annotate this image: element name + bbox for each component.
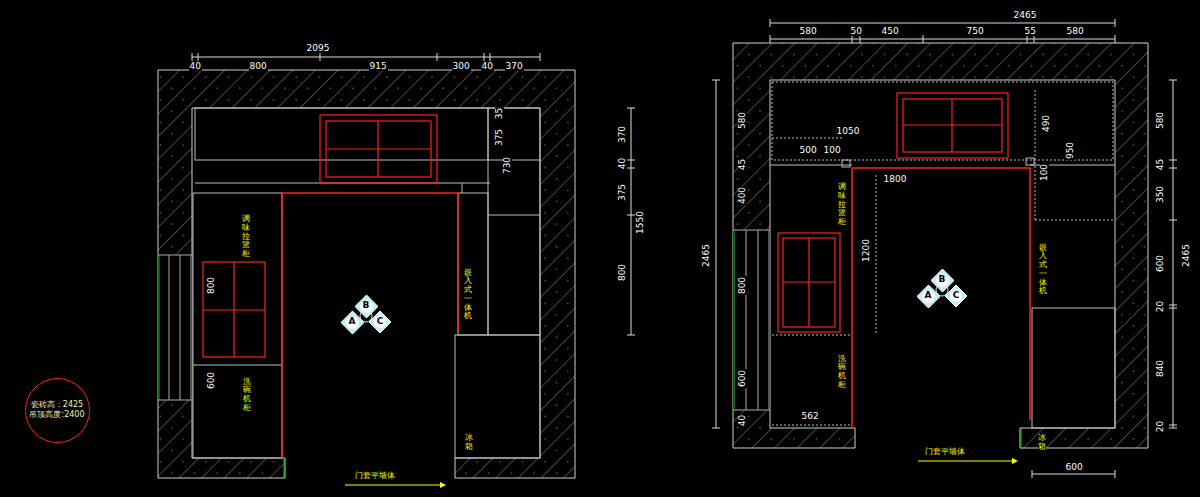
dimension-text: 800	[207, 275, 216, 294]
window-frame	[778, 93, 1008, 332]
leader-line	[918, 461, 1012, 462]
dimension-text: 600	[207, 370, 216, 389]
cabinet-label: 冰箱	[465, 433, 473, 453]
cabinet-lines	[770, 158, 1115, 428]
dimension-text: 45	[1156, 157, 1165, 170]
dimension-text: 840	[1156, 358, 1165, 377]
dimension-text: 580	[799, 27, 818, 36]
dimension-text: 600	[738, 368, 747, 387]
dimension-text: 40	[738, 413, 747, 426]
elevation-index: C	[945, 285, 967, 307]
window-symbol	[733, 230, 1021, 448]
arrowhead	[440, 482, 446, 488]
dimension-text: 2095	[306, 44, 331, 53]
arrowhead	[1012, 458, 1018, 464]
dimension-text: 100	[1040, 162, 1049, 181]
dimension-text: 2465	[1181, 243, 1190, 268]
dimension-text: 750	[966, 27, 985, 36]
dimension-text: 580	[1156, 110, 1165, 129]
dimension-text: 375	[618, 182, 627, 201]
dimension-text: 20	[1156, 299, 1165, 312]
leader-line	[345, 485, 440, 486]
dimension-text: 370	[618, 124, 627, 143]
window-frame	[203, 115, 437, 357]
note-text: 门套平墙体	[924, 448, 966, 456]
dimension-text: 100	[823, 146, 842, 155]
wall	[158, 70, 575, 478]
elevation-index: B	[355, 295, 378, 318]
dimension-text: 55	[1024, 27, 1037, 36]
dimension-text: 2465	[701, 243, 710, 268]
dimension-text: 730	[503, 155, 512, 174]
legend-text: 吊顶高度:2400	[29, 410, 84, 420]
dimension-text: 375	[495, 127, 504, 146]
window-symbol	[158, 255, 284, 478]
dimension-text: 580	[738, 110, 747, 129]
cabinet-label: 嵌入式一体机	[1039, 243, 1047, 298]
elevation-index: C	[369, 311, 391, 333]
cabinet-label: 调味拉篮柜	[242, 214, 250, 260]
cabinet-label: 冰箱	[1038, 433, 1046, 453]
index-letter: A	[925, 290, 932, 301]
legend-circle: 瓷砖高：2425吊顶高度:2400	[25, 378, 90, 443]
cabinet-label: 洗碗机柜	[243, 377, 251, 414]
dimension-text: 20	[1156, 419, 1165, 432]
dimension-text: 450	[881, 27, 900, 36]
wall	[733, 43, 1148, 448]
index-letter: A	[349, 316, 356, 327]
dimension-text: 800	[618, 262, 627, 281]
index-letter: C	[377, 316, 384, 327]
countertop-edge	[282, 193, 458, 458]
window-opening	[733, 230, 770, 410]
index-letter: B	[363, 300, 370, 311]
legend-text: 瓷砖高：2425	[31, 400, 83, 410]
note-text: 门套平墙体	[354, 472, 396, 480]
dimension-text: 40	[189, 62, 202, 71]
dimension-text: 800	[249, 62, 268, 71]
dimension-text: 950	[1066, 140, 1075, 159]
dimension-text: 915	[369, 62, 388, 71]
dimension-text: 562	[801, 412, 820, 421]
cabinet-label: 调味拉篮柜	[838, 182, 846, 228]
dimension-text: 1050	[836, 127, 861, 136]
dimension-text: 600	[1156, 253, 1165, 272]
dimension-text: 400	[738, 185, 747, 204]
dimension-line	[192, 53, 635, 335]
dimension-text: 50	[850, 27, 863, 36]
dimension-text: 40	[618, 156, 627, 169]
elevation-index: A	[917, 285, 940, 308]
dimension-text: 300	[452, 62, 471, 71]
dimension-text: 35	[495, 106, 504, 119]
dimension-text: 45	[738, 157, 747, 170]
dimension-text: 40	[481, 62, 494, 71]
dimension-text: 600	[1065, 463, 1084, 472]
dimension-text: 2465	[1013, 11, 1038, 20]
dimension-text: 1200	[861, 238, 870, 263]
index-letter: B	[939, 274, 946, 285]
dimension-text: 490	[1042, 113, 1051, 132]
elevation-index: A	[341, 311, 364, 334]
dimension-text: 1800	[883, 175, 908, 184]
cabinet-label: 洗碗机柜	[838, 354, 846, 391]
window-opening	[158, 255, 192, 400]
dimension-text: 580	[1066, 27, 1085, 36]
dimension-text: 370	[505, 62, 524, 71]
countertop-edge	[852, 168, 1030, 428]
dimension-text: 800	[738, 275, 747, 294]
dimension-text: 350	[1156, 184, 1165, 203]
cabinet-lines	[772, 82, 1113, 425]
dimension-line	[712, 19, 1177, 478]
dimension-text: 1550	[635, 210, 644, 235]
cabinet-lines	[193, 108, 540, 458]
elevation-index: B	[931, 269, 954, 292]
index-letter: C	[953, 290, 960, 301]
dimension-text: 500	[799, 146, 818, 155]
cabinet-label: 嵌入式一体机	[464, 268, 472, 323]
